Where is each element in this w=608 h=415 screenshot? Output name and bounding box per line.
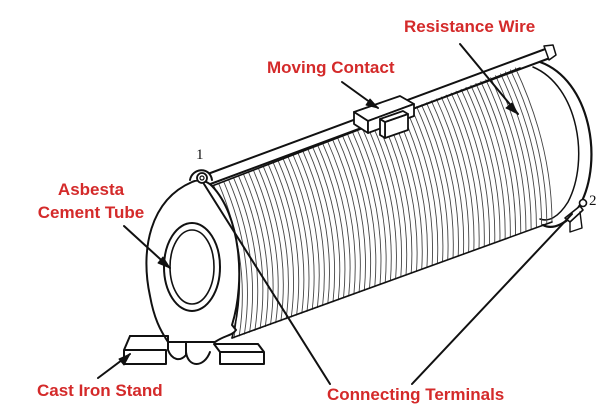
- asbesta-cement-tube-outer: [163, 222, 221, 312]
- winding-turn: [445, 94, 480, 250]
- winding-turn: [430, 100, 465, 255]
- winding-turn: [307, 148, 336, 303]
- winding-turn: [490, 77, 527, 232]
- winding-turn: [485, 79, 522, 234]
- winding-turn: [272, 162, 300, 316]
- winding-turn: [238, 175, 264, 329]
- stand-foot-left: [129, 335, 187, 361]
- winding-turn: [411, 108, 444, 263]
- winding-turn: [514, 67, 553, 223]
- winding-turn: [223, 181, 248, 335]
- winding-turn: [455, 90, 490, 246]
- winding-turn: [475, 83, 511, 238]
- right-end-plate-inner: [532, 66, 580, 221]
- terminal-2-number: 2: [589, 193, 597, 209]
- right-end-plate: [538, 60, 593, 228]
- winding-turn: [406, 110, 439, 265]
- winding-turn: [391, 115, 423, 270]
- winding-turn: [302, 150, 330, 305]
- winding-turn: [332, 139, 361, 293]
- winding-turn: [500, 73, 537, 229]
- rod-end-right: [543, 44, 557, 61]
- resistance-wire-winding: [213, 67, 553, 339]
- winding-turn: [277, 160, 305, 314]
- pointer-terminal-2: [411, 213, 573, 385]
- terminal-1: [189, 169, 213, 184]
- winding-turn: [243, 173, 269, 328]
- label-moving-contact: Moving Contact: [267, 58, 395, 77]
- winding-turn: [218, 183, 243, 337]
- winding-turn: [233, 177, 259, 331]
- stand-base-left: [123, 335, 169, 365]
- winding-turn: [480, 81, 516, 236]
- label-asbesta: Asbesta: [57, 180, 125, 199]
- winding-turn: [342, 135, 372, 290]
- pointer-arrowheads: [118, 98, 519, 366]
- winding-turn: [386, 117, 418, 272]
- terminal-1-number: 1: [196, 147, 204, 163]
- winding-turn: [322, 142, 351, 297]
- winding-turn: [312, 146, 341, 301]
- winding-turn: [465, 86, 501, 242]
- winding-turn: [440, 96, 475, 251]
- winding-turn: [327, 141, 356, 295]
- winding-turn: [435, 98, 470, 253]
- winding-turn: [356, 129, 387, 284]
- winding-turn: [297, 152, 325, 307]
- stand-center-arch: [185, 351, 211, 365]
- terminal-2: [564, 198, 588, 233]
- winding-turn: [426, 102, 459, 257]
- winding-turn: [361, 127, 392, 282]
- winding-turn: [351, 131, 382, 286]
- winding-turn: [421, 104, 454, 259]
- winding-turn: [505, 71, 543, 227]
- winding-turn: [381, 119, 413, 274]
- winding-turn: [267, 164, 295, 318]
- label-resistance-wire: Resistance Wire: [404, 17, 536, 36]
- tube-bottom-edge: [231, 221, 553, 339]
- winding-turn: [470, 84, 506, 240]
- pointer-terminal-1: [203, 183, 331, 385]
- winding-turn: [346, 133, 377, 288]
- winding-turn: [253, 170, 279, 324]
- winding-turn: [248, 172, 274, 326]
- label-connecting-terminals: Connecting Terminals: [327, 385, 505, 404]
- winding-turn: [510, 69, 548, 225]
- winding-turn: [262, 166, 289, 320]
- winding-turn: [258, 168, 284, 322]
- winding-turn: [450, 92, 485, 248]
- winding-turn: [460, 88, 496, 244]
- winding-turn: [292, 154, 320, 309]
- winding-turn: [366, 125, 397, 280]
- winding-turn: [401, 112, 433, 267]
- moving-contact-block: [353, 95, 415, 139]
- label-cast-iron-stand: Cast Iron Stand: [37, 381, 163, 400]
- winding-turn: [416, 106, 449, 261]
- winding-turn: [282, 158, 310, 312]
- winding-turn: [371, 123, 403, 278]
- winding-turn: [495, 75, 532, 231]
- pointer-resistance-wire: [459, 43, 519, 115]
- winding-turn: [287, 156, 315, 310]
- winding-turn: [317, 144, 346, 299]
- winding-turn: [376, 121, 408, 276]
- label-cement-tube: Cement Tube: [37, 203, 145, 222]
- winding-turn: [337, 137, 366, 291]
- stand-base-right: [213, 343, 265, 365]
